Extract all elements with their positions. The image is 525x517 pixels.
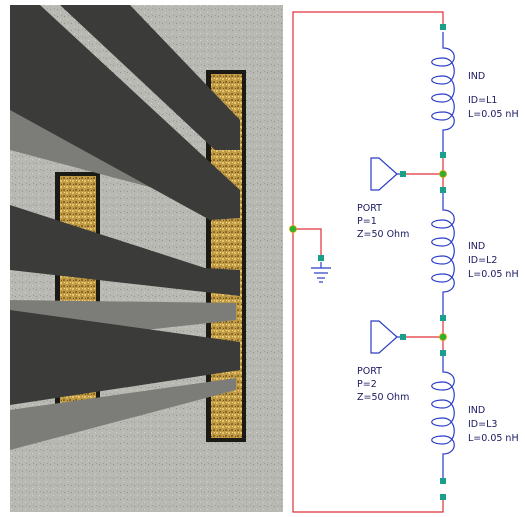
probe-tip-2 (10, 5, 240, 220)
inductor-l2-type: IND (468, 241, 485, 252)
probe-photo (10, 5, 283, 512)
port-1-symbol (370, 157, 403, 191)
inductor-l3-coil (431, 356, 455, 480)
wire-loop (292, 11, 444, 513)
inductor-l3-id: ID=L3 (468, 419, 497, 430)
inductor-l2-coil (431, 192, 455, 316)
inductor-l3-type: IND (468, 405, 485, 416)
port-2-label: PORT P=2 Z=50 Ohm (357, 366, 409, 403)
inductor-l1-type: IND (468, 71, 485, 82)
inductor-l2-label: IND ID=L2 L=0.05 nH (468, 241, 519, 280)
inductor-l1-coil (431, 32, 455, 152)
schematic: IND ID=L1 L=0.05 nH IND ID=L2 L=0.05 nH … (289, 11, 519, 513)
port-2-type: PORT (357, 366, 382, 377)
inductor-l2-value: L=0.05 nH (468, 269, 519, 280)
wire-ground (293, 228, 322, 256)
junction-node-1 (439, 170, 447, 178)
port-1-type: PORT (357, 203, 382, 214)
inductor-l1-id: ID=L1 (468, 95, 497, 106)
pin-ground (318, 255, 324, 261)
junction-ground (289, 225, 297, 233)
inductor-l3-label: IND ID=L3 L=0.05 nH (468, 405, 519, 444)
pins (318, 24, 446, 500)
inductor-l2-id: ID=L2 (468, 255, 497, 266)
pin-port-1 (400, 171, 406, 177)
port-2-number: P=2 (357, 379, 377, 390)
pin-l2-top (440, 187, 446, 193)
pin-l1-bottom (440, 152, 446, 158)
inductor-l3-value: L=0.05 nH (468, 433, 519, 444)
port-1-impedance: Z=50 Ohm (357, 229, 409, 240)
pin-l1-top (440, 24, 446, 30)
inductor-l1-value: L=0.05 nH (468, 109, 519, 120)
pin-port-2 (400, 334, 406, 340)
pin-l2-bottom (440, 315, 446, 321)
probe-shadow-3 (10, 378, 236, 450)
ground-symbol (311, 262, 331, 283)
inductor-l1-label: IND ID=L1 L=0.05 nH (468, 71, 519, 120)
junction-node-2 (439, 333, 447, 341)
probe-tip-1 (60, 5, 240, 150)
port-2-symbol (370, 320, 403, 354)
port-1-label: PORT P=1 Z=50 Ohm (357, 203, 409, 240)
pin-l3-end (440, 494, 446, 500)
pin-l3-top (440, 350, 446, 356)
probe-tip-3 (10, 205, 240, 296)
port-2-impedance: Z=50 Ohm (357, 392, 409, 403)
port-1-number: P=1 (357, 216, 377, 227)
pin-l3-bottom (440, 478, 446, 484)
probe-tip-4 (10, 310, 240, 405)
junctions (289, 170, 447, 341)
